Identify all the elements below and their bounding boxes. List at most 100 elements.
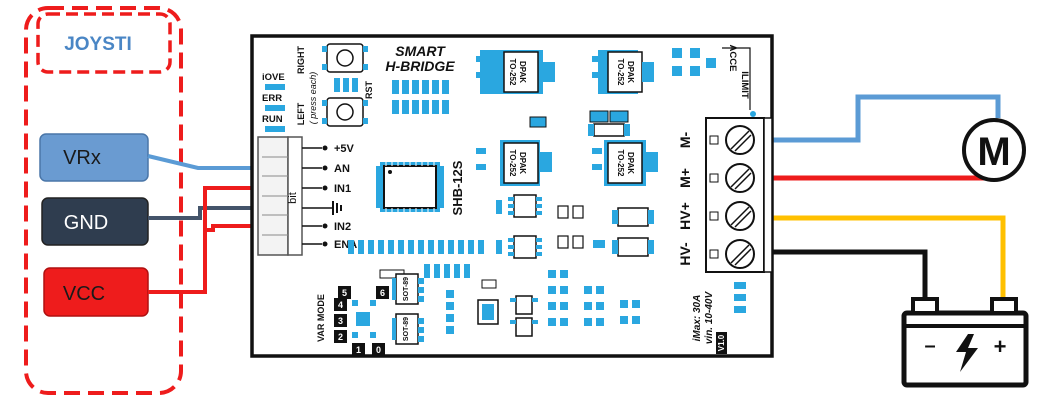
battery-minus-label: – [924,335,935,357]
svg-text:DPAK: DPAK [518,61,527,83]
svg-text:5: 5 [342,288,347,298]
board-model: SHB-12S [450,160,465,215]
wire-motor-minus [768,94,1001,143]
battery: – + [901,297,1029,388]
status-leds: iOVE ERR RUN [262,72,285,132]
mosfet-4: DPAK TO-252 [592,140,658,186]
motor-icon [962,118,1026,182]
terminal-label-hv-plus: HV+ [677,202,693,230]
passives-mid [529,110,630,137]
motor: M [962,118,1026,182]
screw-icon [725,201,755,231]
led-iove [265,84,285,90]
svg-text:TO-252: TO-252 [616,150,625,178]
lower-components [446,270,640,337]
h-bridge-board: bit +5V AN IN1 IN2 ENA iOVE [250,34,774,358]
ground-icon [322,201,342,215]
svg-text:TO-252: TO-252 [616,59,625,87]
svg-text:2: 2 [338,332,343,342]
smd-row-top [392,80,449,114]
screw-icon [725,239,755,269]
wire-vrx-an [147,154,263,170]
potentiometers: ACCE ILIMIT [672,45,756,117]
svg-text:SOT-89: SOT-89 [403,277,410,301]
sot89-upper: SOT-89 [379,269,424,305]
led-label-iove: iOVE [262,72,285,83]
left-wires [147,154,263,294]
svg-text:1: 1 [356,345,361,355]
sot89-lower: SOT-89 [392,313,424,345]
wire-vcc-ena [205,224,263,232]
svg-text:DPAK: DPAK [518,152,527,174]
spec-imax: iMax: 30A [692,295,703,342]
input-connector: bit +5V AN IN1 IN2 ENA [257,136,357,256]
led-err [265,105,285,111]
motor-symbol: M [977,130,1010,174]
wire-gnd [148,206,263,220]
battery-plus-label: + [994,334,1007,359]
terminal-label-hv-minus: HV- [677,242,693,266]
terminal-block: M- M+ HV+ HV- [677,117,773,273]
svg-text:0: 0 [376,345,381,355]
pot-label-acce: ACCE [727,45,738,72]
terminal-label-m-plus: M+ [677,168,693,188]
button-right-label: RIGHT [296,46,306,75]
screw-icon [725,163,755,193]
pin-vcc: VCC [43,267,149,317]
board-title-line2: H-BRIDGE [385,58,455,74]
wire-vcc-in1 [148,186,263,294]
svg-text:3: 3 [338,316,343,326]
buttons: RIGHT LEFT ( press each) RST [296,43,374,127]
pin-vcc-label: VCC [63,283,105,305]
wire-motor-plus [768,175,1001,181]
gate-driver-chips [496,194,542,259]
board-title-line1: SMART [395,43,446,59]
mosfet-1: DPAK TO-252 [476,50,555,94]
led-label-run: RUN [262,114,283,125]
button-left-label: LEFT [296,102,306,125]
pin-label-5v: +5V [334,143,355,155]
right-wires [768,94,1006,313]
connector-bit-label: bit [287,192,299,204]
joystick-outline [24,6,183,395]
lightning-icon [956,334,978,372]
pin-gnd: GND [41,197,149,246]
mosfet-2: DPAK TO-252 [592,50,654,94]
pin-vrx-label: VRx [63,147,101,169]
pin-gnd-box [41,197,149,246]
svg-text:6: 6 [380,288,385,298]
joystick-title-box [36,12,172,74]
resistor-row [348,240,484,278]
svg-text:DPAK: DPAK [626,152,635,174]
wire-battery-minus [768,249,928,313]
board-version: V1.0 [717,334,726,351]
var-mode-jumpers: VAR MODE 5 6 4 3 2 1 0 [316,286,389,356]
mosfet-3: DPAK TO-252 [476,140,552,186]
svg-text:SOT-89: SOT-89 [403,317,410,341]
joystick-module: JOYSTI VRx GND VCC [24,6,183,395]
svg-text:DPAK: DPAK [626,61,635,83]
terminal-label-m-minus: M- [677,132,693,149]
pin-gnd-label: GND [64,212,108,234]
screw-icon [725,125,755,155]
pin-label-an: AN [334,163,350,175]
spec-vin: vin. 10-40V [704,291,715,345]
press-note: ( press each) [308,72,318,125]
diodes [557,205,654,257]
joystick-title: JOYSTI [64,34,132,55]
board-specs: iMax: 30A vin. 10-40V V1.0 [692,282,746,354]
svg-text:TO-252: TO-252 [508,150,517,178]
svg-text:TO-252: TO-252 [508,59,517,87]
pin-vrx: VRx [39,133,149,182]
pin-label-in2: IN2 [334,221,351,233]
microcontroller-chip [376,162,444,212]
rst-label: RST [364,80,374,99]
pot-label-ilimit: ILIMIT [739,71,750,99]
wire-battery-plus [768,215,1006,313]
led-run [265,126,285,132]
svg-text:4: 4 [338,300,343,310]
pin-label-in1: IN1 [334,183,351,195]
led-label-err: ERR [262,93,282,104]
var-mode-label: VAR MODE [316,294,326,342]
